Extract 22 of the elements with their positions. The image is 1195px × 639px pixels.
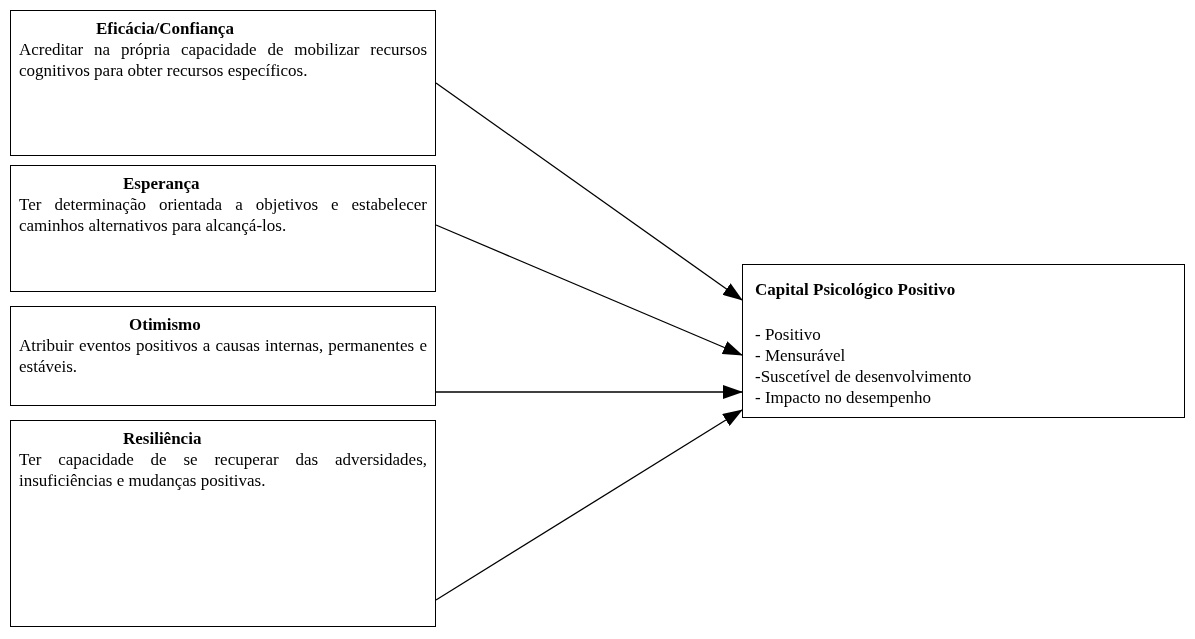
arrow (435, 224, 743, 356)
text-box (10, 306, 436, 406)
text-box (10, 420, 436, 627)
arrow (435, 385, 743, 399)
list-item: - Impacto no desempenho (755, 387, 933, 408)
description-text: Atribuir eventos positivos a causas internas, permanentes e estáveis. (19, 335, 427, 377)
arrow (435, 409, 743, 601)
text-box (10, 165, 436, 292)
description-text: Ter capacidade de se recuperar das adversidades, insuficiências e mudanças positivas. (19, 449, 427, 491)
list-item: -Suscetível de desenvolvimento (755, 366, 973, 387)
box-heading: Eficácia/Confiança (95, 18, 235, 39)
box-heading: Otimismo (128, 314, 202, 335)
box-heading: Capital Psicológico Positivo (755, 279, 957, 300)
box-heading: Esperança (122, 173, 201, 194)
description-text: Acreditar na própria capacidade de mobilizar recursos cognitivos para obter recursos específicos. (19, 39, 427, 81)
description-text: Ter determinação orientada a objetivos e estabelecer caminhos alternativos para alcançá-los. (19, 194, 427, 236)
text-box (742, 264, 1185, 418)
arrow (435, 82, 743, 301)
list-item: - Mensurável (755, 345, 847, 366)
box-heading: Resiliência (122, 428, 203, 449)
list-item: - Positivo (755, 324, 822, 345)
text-box (10, 10, 436, 156)
